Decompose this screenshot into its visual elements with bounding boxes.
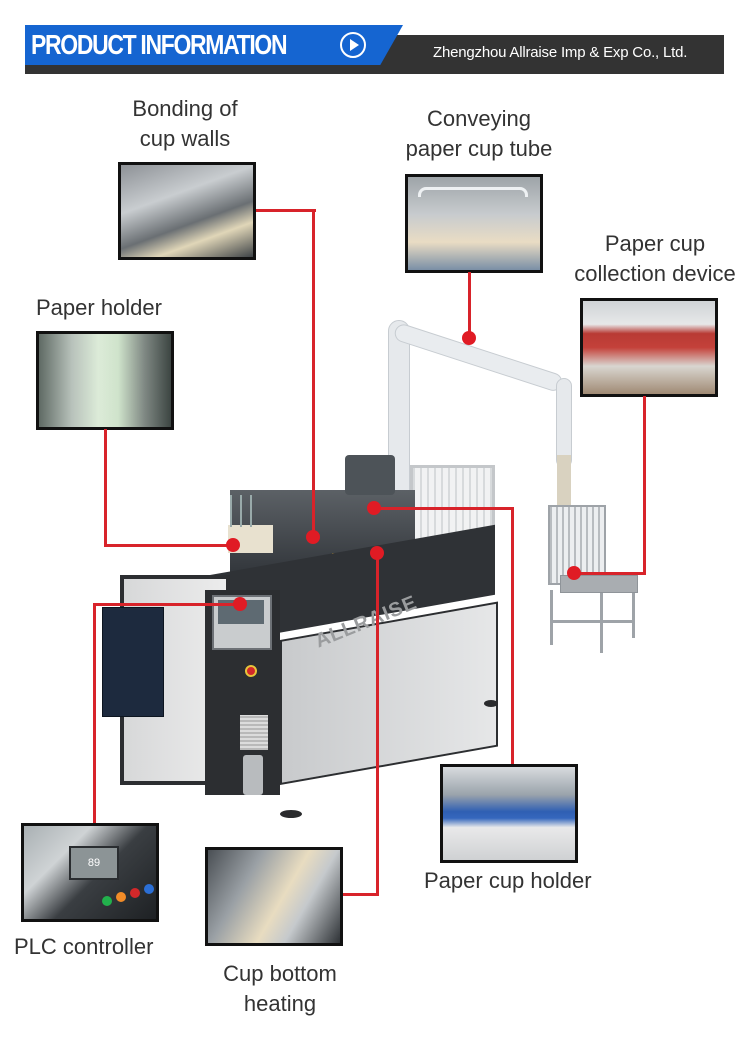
callout-label-collection: Paper cup collection device [562, 229, 748, 289]
orange-button-icon [116, 892, 126, 902]
circled-chevron-right-icon [340, 32, 366, 58]
paper-guide-rod [240, 495, 242, 527]
tube-diagonal [392, 322, 565, 394]
connector-cup-holder [511, 507, 514, 767]
callout-label-conveying: Conveying paper cup tube [393, 104, 565, 164]
connector-collection [574, 572, 646, 575]
marker-dot-collection [567, 566, 581, 580]
emergency-stop-icon [245, 665, 257, 677]
connector-paper-holder [104, 544, 234, 547]
tube-shape [418, 187, 528, 197]
thumbnail-bonding [118, 162, 256, 260]
connector-conveying [468, 272, 471, 338]
callout-label-cup-holder: Paper cup holder [424, 868, 592, 893]
company-name: Zhengzhou Allraise Imp & Exp Co., Ltd. [433, 44, 688, 61]
thumbnail-paper-holder [36, 331, 174, 430]
connector-cup-holder [374, 507, 514, 510]
thumbnail-plc: 89 [21, 823, 159, 922]
marker-dot-cup-holder [367, 501, 381, 515]
marker-dot-bonding [306, 530, 320, 544]
paper-guide-rod [230, 495, 232, 527]
collection-leg [550, 590, 553, 645]
tube-joint [557, 455, 571, 505]
marker-dot-conveying [462, 331, 476, 345]
lower-cabinet [280, 601, 498, 785]
callout-label-bonding: Bonding of cup walls [120, 94, 250, 154]
page-title: PRODUCT INFORMATION [31, 29, 288, 60]
air-filter [243, 755, 263, 795]
connector-bonding [312, 209, 315, 539]
connector-cup-bottom [376, 553, 379, 896]
electrical-box [102, 607, 164, 717]
connector-cup-bottom [342, 893, 379, 896]
label-line: paper cup tube [405, 136, 553, 161]
marker-dot-cup-bottom [370, 546, 384, 560]
callout-label-paper-holder: Paper holder [36, 295, 162, 320]
label-line: cup walls [139, 126, 231, 151]
thumbnail-cup-holder [440, 764, 578, 863]
marker-dot-plc [233, 597, 247, 611]
thumbnail-conveying [405, 174, 543, 273]
collection-tray [560, 575, 638, 593]
green-button-icon [102, 896, 112, 906]
connector-collection [643, 396, 646, 575]
label-line: Paper cup [604, 231, 706, 256]
connector-plc [93, 603, 96, 825]
vent-grille [240, 715, 268, 750]
label-line: Conveying [427, 106, 531, 131]
marker-dot-paper-holder [226, 538, 240, 552]
blue-button-icon [144, 884, 154, 894]
connector-plc [93, 603, 241, 606]
collection-crossbar [552, 620, 632, 623]
thumbnail-collection [580, 298, 718, 397]
machine-foot [484, 700, 498, 707]
thumbnail-cup-bottom [205, 847, 343, 946]
paper-guide-rod [250, 495, 252, 527]
collection-leg [632, 593, 635, 638]
label-line: Cup bottom [223, 961, 337, 986]
motor-housing [345, 455, 395, 495]
connector-paper-holder [104, 429, 107, 547]
red-button-icon [130, 888, 140, 898]
collection-leg [600, 593, 603, 653]
label-line: collection device [574, 261, 736, 286]
plc-screen: 89 [69, 846, 119, 880]
label-line: Bonding of [132, 96, 238, 121]
connector-bonding [256, 209, 316, 212]
label-line: heating [243, 991, 317, 1016]
callout-label-cup-bottom: Cup bottom heating [214, 959, 346, 1019]
callout-label-plc: PLC controller [14, 934, 154, 959]
machine-foot [280, 810, 302, 818]
